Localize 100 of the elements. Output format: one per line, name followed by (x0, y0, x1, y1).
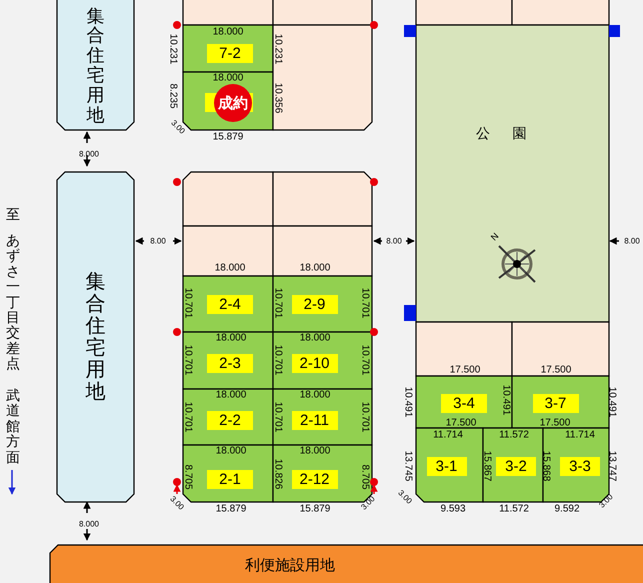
lot-parcel (273, 226, 372, 276)
dimension-label: 9.593 (440, 504, 466, 514)
dimension-label: 8.705 (360, 464, 370, 490)
dimension-label: 8.235 (168, 83, 178, 109)
dimension-label: 8.00 (386, 236, 402, 246)
lot-number: 2-11 (292, 410, 338, 430)
dimension-label: 11.572 (499, 504, 529, 514)
dimension-label: 15.868 (540, 450, 552, 482)
dimension-label: 10.701 (272, 288, 284, 318)
dimension-label: 15.879 (212, 132, 244, 142)
lot-parcel (273, 389, 372, 445)
lot-parcel (183, 72, 273, 130)
dimension-label: 10.701 (360, 402, 370, 432)
lot-parcel (416, 428, 483, 502)
dimension-label: 8.000 (78, 148, 100, 160)
dimension-label: 13.747 (606, 450, 618, 482)
dimension-label: 10.356 (272, 82, 284, 114)
dimension-label: 8.00 (624, 236, 640, 246)
dimension-label: 11.714 (433, 430, 463, 440)
parcel-label: 公園 (476, 124, 549, 142)
dimension-label: 13.745 (402, 450, 414, 482)
dimension-label: 18.000 (216, 446, 246, 456)
lot-number: 2-3 (207, 354, 253, 373)
dimension-label: 17.500 (540, 364, 572, 376)
lot-number: 3-7 (532, 394, 578, 412)
dimension-label: 3.00 (396, 488, 414, 506)
dimension-label: 18.000 (216, 390, 246, 400)
dimension-label: 10.491 (500, 384, 512, 416)
lot-parcel (273, 332, 372, 389)
direction-text: 至 (6, 207, 20, 222)
parcel-label: 集合住宅用地 (86, 6, 104, 126)
lot-number: 3-1 (426, 456, 466, 476)
dimension-label: 10.231 (272, 34, 284, 64)
lot-parcel (273, 172, 372, 226)
dimension-label: 15.879 (216, 504, 246, 514)
lot-parcel (183, 276, 273, 332)
dimension-label: 8.00 (150, 236, 166, 246)
lot-number: 3-4 (441, 394, 487, 412)
park-area (416, 25, 609, 322)
lot-parcel (416, 376, 512, 428)
lot-parcel (512, 322, 609, 376)
dimension-label: 10.701 (360, 288, 370, 318)
lot-parcel (483, 428, 543, 502)
dimension-label: 10.826 (272, 458, 284, 490)
dimension-label: 10.701 (272, 344, 284, 376)
dimension-label: 17.500 (540, 418, 570, 428)
direction-text: あずさ一丁目交差点 (6, 233, 20, 372)
parcel-label: 集合住宅用地 (86, 271, 106, 403)
land-parcel (50, 545, 643, 583)
land-parcel (57, 172, 134, 502)
lot-parcel (183, 172, 273, 226)
lot-parcel (273, 276, 372, 332)
lot-number: 2-9 (292, 294, 338, 314)
dimension-label: 10.701 (182, 402, 194, 432)
lot-parcel (183, 389, 273, 445)
lot-parcel (183, 25, 273, 72)
lot-number: 2-2 (207, 410, 253, 430)
lot-number: 2-10 (292, 354, 338, 373)
dimension-label: 18.000 (300, 332, 330, 344)
dimension-label: 10.231 (168, 34, 178, 64)
dimension-label: 11.572 (499, 430, 529, 440)
dimension-label: 8.000 (78, 518, 100, 530)
dimension-label: 10.701 (182, 288, 194, 318)
dimension-label: 17.500 (450, 364, 480, 376)
dimension-label: 18.000 (214, 262, 246, 274)
direction-text: 武道館方面 (6, 388, 20, 465)
lot-parcel (416, 322, 512, 376)
dimension-label: 8.705 (182, 464, 194, 490)
dimension-label: 3.00 (358, 494, 378, 512)
north-label: N (488, 230, 502, 244)
dimension-label: 10.491 (606, 386, 618, 418)
lot-number: 3-2 (496, 456, 536, 476)
lot-number: 2-4 (207, 294, 253, 314)
dimension-label: 10.701 (182, 344, 194, 376)
lot-number: 2-1 (207, 470, 253, 489)
lot-parcel (183, 226, 273, 276)
dimension-label: 18.000 (216, 332, 246, 344)
dimension-label: 3.00 (168, 494, 186, 512)
lot-parcel (183, 332, 273, 389)
lot-parcel (512, 376, 609, 428)
dimension-label: 10.701 (360, 344, 370, 376)
lot-number: 2-12 (292, 470, 338, 489)
dimension-label: 9.592 (554, 504, 580, 514)
dimension-label: 15.867 (482, 450, 492, 482)
dimension-label: 11.714 (565, 430, 595, 440)
dimension-label: 17.500 (446, 418, 476, 428)
dimension-label: 18.000 (300, 262, 330, 274)
lot-number: 3-3 (560, 456, 600, 476)
land-parcel (57, 0, 134, 130)
dimension-label: 10.491 (402, 386, 414, 418)
dimension-label: 18.000 (300, 390, 330, 400)
lot-parcel (183, 445, 273, 502)
parcel-label: 利便施設用地 (245, 556, 335, 574)
dimension-label: 15.879 (300, 504, 330, 514)
dimension-label: 3.00 (168, 118, 188, 136)
lot-number: 7-2 (207, 44, 253, 63)
dimension-label: 10.701 (272, 402, 284, 432)
dimension-label: 18.000 (212, 26, 244, 38)
dimension-label: 18.000 (300, 446, 330, 456)
dimension-label: 18.000 (212, 72, 244, 84)
